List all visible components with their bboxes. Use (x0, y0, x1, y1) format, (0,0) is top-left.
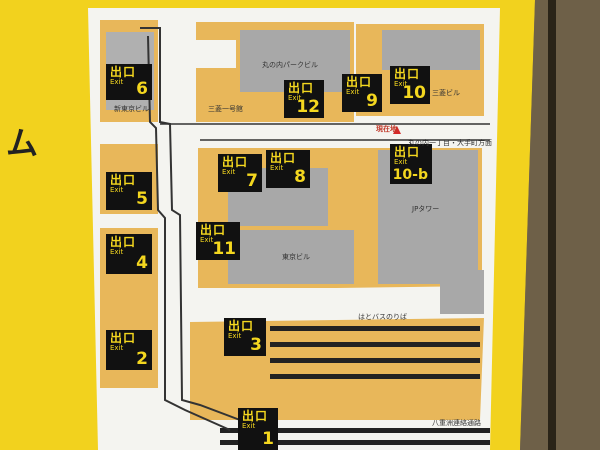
exit-sign-10: 出口 Exit 10 (390, 66, 430, 104)
passage (160, 124, 490, 140)
label-mitsubishi-ichigokan: 三菱一号館 (208, 105, 243, 113)
wall (520, 0, 600, 450)
label-yaesu-passage: 八重洲連絡通路 (432, 419, 481, 427)
exit-sign-5: 出口 Exit 5 (106, 172, 152, 210)
underground-corridor (140, 27, 241, 421)
bus-stripe (270, 358, 480, 363)
exit-sign-4: 出口 Exit 4 (106, 234, 152, 274)
label-shin-tokyo: 新東京ビル (114, 105, 149, 113)
exit-sign-2: 出口 Exit 2 (106, 330, 152, 370)
exit-sign-9: 出口 Exit 9 (342, 74, 382, 112)
gap (196, 40, 236, 68)
exit-sign-11: 出口 Exit 11 (196, 222, 240, 260)
building-gray (440, 270, 484, 314)
rail-stripe (220, 428, 490, 433)
exit-sign-10b: 出口 Exit 10-b (390, 144, 432, 184)
exit-sign-8: 出口 Exit 8 (266, 150, 310, 188)
label-route-otemachi: 丸の内一丁目・大手町方面 (408, 139, 492, 147)
building-gray (382, 30, 480, 70)
rail-stripe (220, 440, 490, 445)
current-location-label: 現在地 (376, 125, 397, 133)
underground-corridor (147, 35, 231, 431)
label-mitsubishi: 三菱ビル (432, 89, 460, 97)
exit-sign-6: 出口 Exit 6 (106, 64, 152, 100)
wall-trim (548, 0, 556, 450)
exit-sign-3: 出口 Exit 3 (224, 318, 266, 356)
label-bus-terminal: はとバスのりば (358, 313, 407, 321)
road (190, 286, 484, 322)
current-location-marker (393, 126, 401, 134)
exit-sign-7: 出口 Exit 7 (218, 154, 262, 192)
bus-stripe (270, 326, 480, 331)
partial-heading: ム (6, 124, 39, 162)
bus-stripe (270, 374, 480, 379)
bus-stripe (270, 342, 480, 347)
exit-sign-12: 出口 Exit 12 (284, 80, 324, 118)
label-tokyo-bldg: 東京ビル (282, 253, 310, 261)
exit-sign-1: 出口 Exit 1 (238, 408, 278, 450)
label-jp-tower: JPタワー (412, 205, 440, 213)
label-marunouchi-park: 丸の内パークビル (262, 61, 318, 69)
building-gray (228, 230, 354, 284)
